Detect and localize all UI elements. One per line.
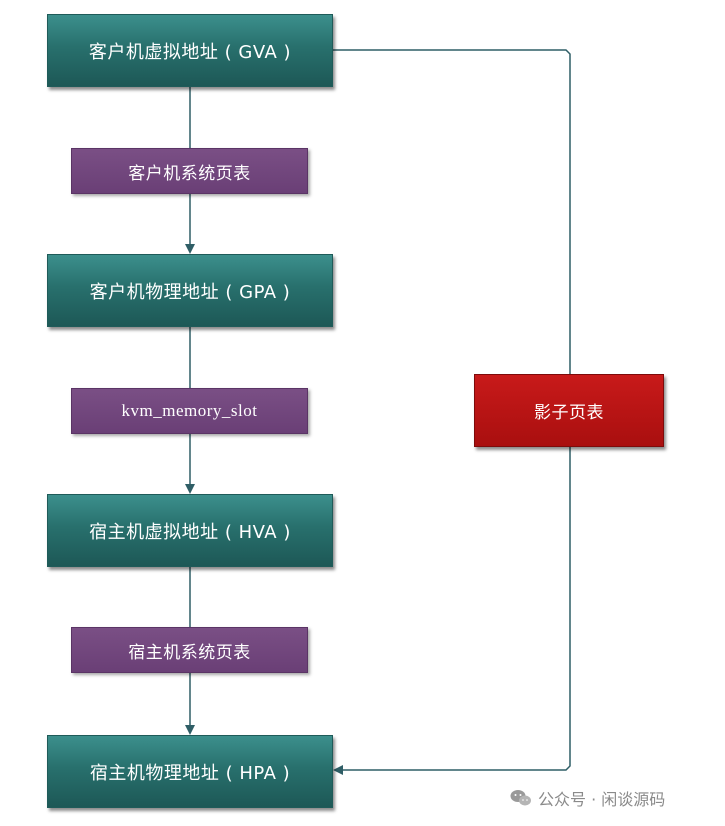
wechat-icon [510,789,532,807]
node-hva: 宿主机虚拟地址 ( HVA ) [47,494,333,567]
node-kvm-memory-slot: kvm_memory_slot [71,388,308,434]
node-guest-page-table-label: 客户机系统页表 [128,163,251,184]
node-shadow-page-table: 影子页表 [474,374,664,447]
node-gva-label: 客户机虚拟地址 ( GVA ) [88,41,292,63]
node-hpa-label: 宿主机物理地址 ( HPA ) [89,762,291,784]
arrow-shadow-table-to-hpa [333,447,571,775]
watermark: 公众号 · 闲谈源码 [510,785,665,811]
node-hva-label: 宿主机虚拟地址 ( HVA ) [89,521,291,543]
watermark-text: 公众号 · 闲谈源码 [538,790,666,809]
node-host-page-table: 宿主机系统页表 [71,627,308,673]
node-gva: 客户机虚拟地址 ( GVA ) [47,14,333,87]
node-kvm-memory-slot-label: kvm_memory_slot [121,401,258,420]
node-guest-page-table: 客户机系统页表 [71,148,308,194]
node-gpa-label: 客户机物理地址 ( GPA ) [89,281,291,303]
connector-gva-to-shadow-table [333,49,571,374]
node-shadow-page-table-label: 影子页表 [534,403,604,423]
node-gpa: 客户机物理地址 ( GPA ) [47,254,333,327]
node-hpa: 宿主机物理地址 ( HPA ) [47,735,333,808]
node-host-page-table-label: 宿主机系统页表 [128,642,251,663]
